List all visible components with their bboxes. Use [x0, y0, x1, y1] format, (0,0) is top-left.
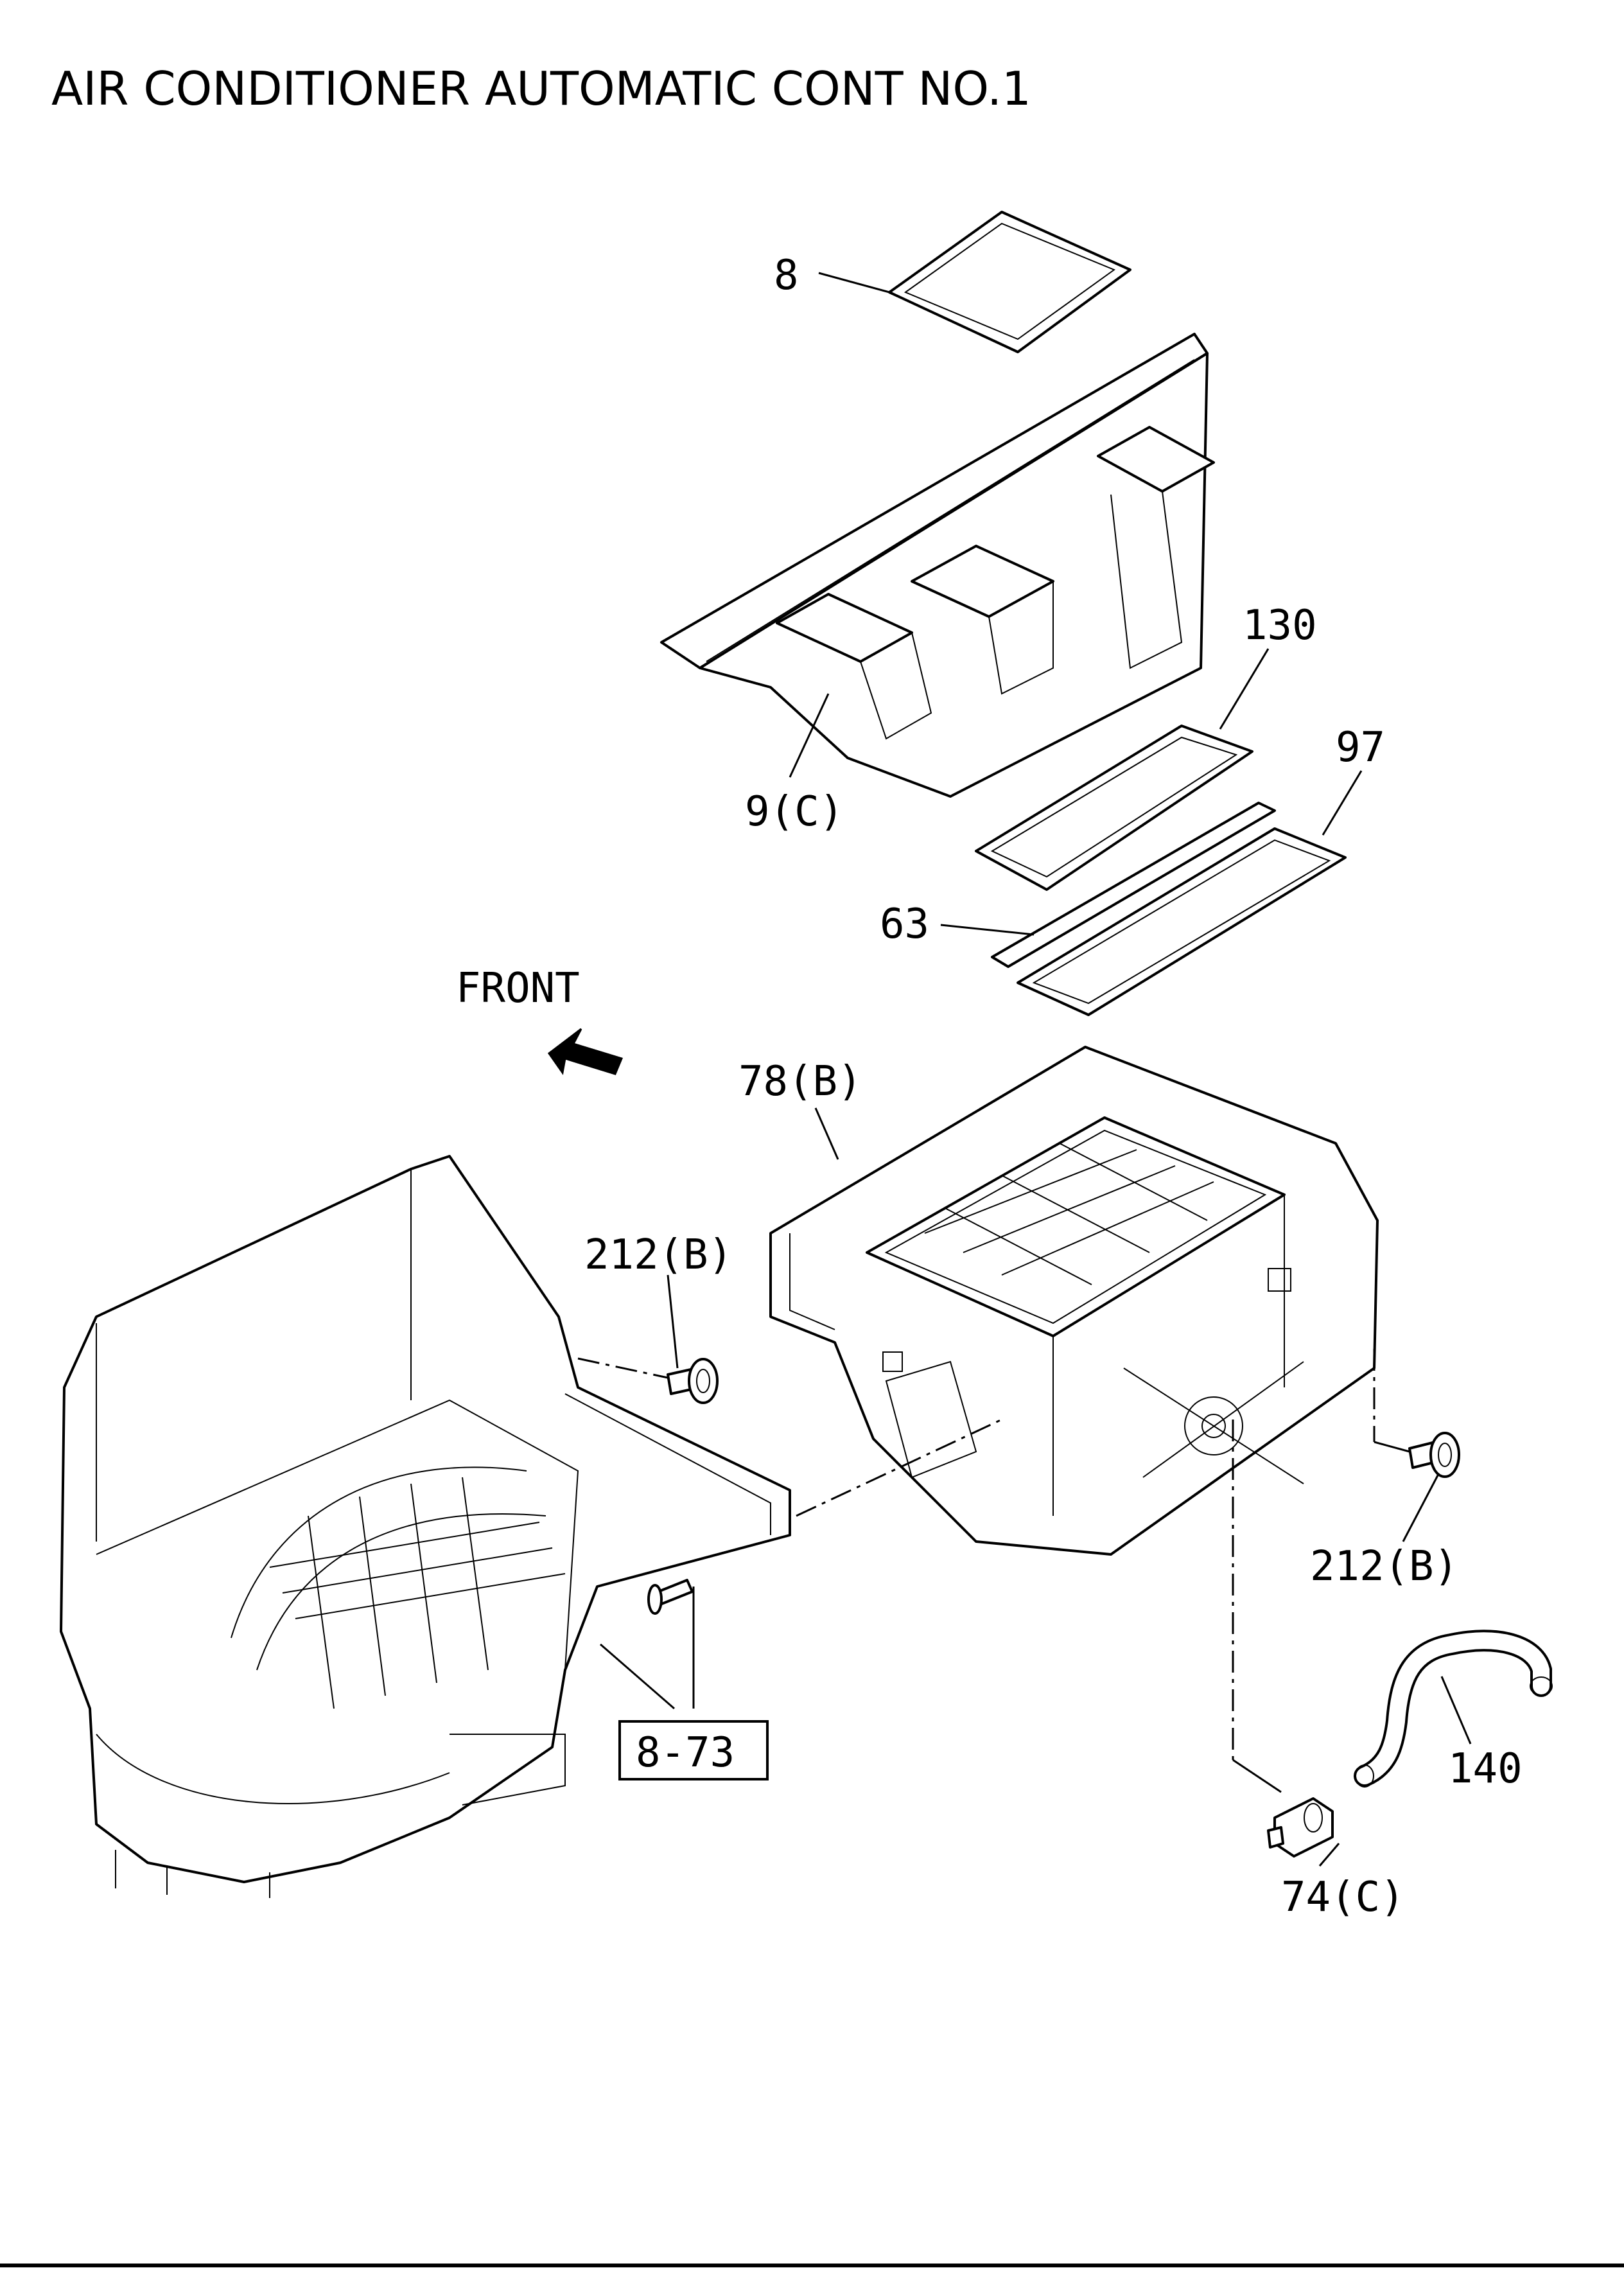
leader-line-78b	[814, 1107, 839, 1160]
callout-8-73[interactable]: 8-73	[636, 1729, 735, 1777]
blower-unit-part-8-73[interactable]	[60, 1155, 791, 1898]
diagram-title: AIR CONDITIONER AUTOMATIC CONT NO.1	[51, 62, 1031, 116]
callout-97[interactable]: 97	[1336, 724, 1385, 771]
gasket-part-130[interactable]	[975, 725, 1253, 891]
callout-140[interactable]: 140	[1448, 1745, 1523, 1793]
filter-strip-part-63[interactable]	[991, 802, 1276, 968]
duct-assembly-part-9c[interactable]	[660, 333, 1215, 798]
leader-line-212b-left	[667, 1274, 679, 1369]
bolt-part-212b-right[interactable]	[1408, 1432, 1460, 1478]
front-arrow-icon	[547, 1028, 624, 1075]
callout-130[interactable]: 130	[1243, 602, 1317, 649]
install-line-74c-end	[1232, 1759, 1282, 1793]
front-label: FRONT	[456, 965, 580, 1012]
heater-unit-part-78b[interactable]	[769, 1046, 1379, 1556]
drain-hose-part-140[interactable]	[1354, 1630, 1553, 1788]
filter-frame-part-97[interactable]	[1017, 827, 1347, 1016]
screw-part-8-73[interactable]	[647, 1579, 694, 1615]
leader-line-63	[940, 924, 1035, 936]
callout-9c[interactable]: 9(C)	[745, 788, 844, 836]
callout-63[interactable]: 63	[880, 901, 929, 948]
leader-line-74c	[1318, 1843, 1340, 1867]
callout-box-8-73	[618, 1720, 769, 1780]
install-line-212b-left	[577, 1357, 668, 1379]
callout-8[interactable]: 8	[774, 252, 799, 299]
install-line-212b-right-end	[1374, 1441, 1410, 1453]
callout-212b-right[interactable]: 212(B)	[1310, 1543, 1458, 1590]
callout-212b-left[interactable]: 212(B)	[584, 1231, 733, 1279]
gasket-part-8[interactable]	[888, 211, 1131, 353]
leader-line-9c	[789, 693, 830, 778]
connector-part-74c[interactable]	[1267, 1797, 1334, 1858]
callout-78b[interactable]: 78(B)	[738, 1058, 862, 1105]
leader-line-140	[1440, 1676, 1472, 1745]
callout-74c[interactable]: 74(C)	[1281, 1874, 1405, 1921]
leader-line-8	[818, 272, 890, 294]
page-bottom-rule	[0, 2264, 1624, 2267]
leader-line-97	[1322, 770, 1363, 836]
bolt-part-212b-left[interactable]	[667, 1358, 719, 1404]
leader-line-8-73-a	[600, 1643, 675, 1710]
leader-line-130	[1219, 648, 1270, 730]
leader-line-212b-right	[1402, 1473, 1440, 1542]
